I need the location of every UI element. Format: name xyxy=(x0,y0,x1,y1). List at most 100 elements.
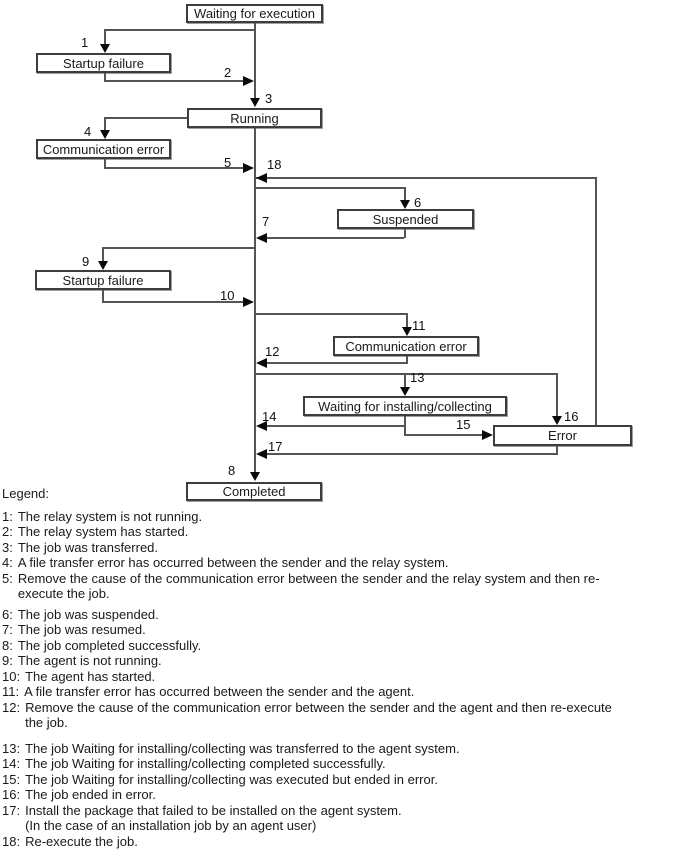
legend-item-text: The relay system has started. xyxy=(17,524,189,539)
transition-label-2: 2 xyxy=(224,65,232,80)
connector-t11-h xyxy=(256,313,408,315)
legend-item-line1: Remove the cause of the communication er… xyxy=(17,570,600,586)
legend-item-6: 6: The job was suspended. xyxy=(2,607,674,623)
legend-item-text: The job Waiting for installing/collectin… xyxy=(25,740,460,756)
transition-label-5: 5 xyxy=(224,155,232,170)
legend-item-number: 4: xyxy=(2,555,13,570)
legend-item-number: 13: xyxy=(2,740,21,756)
legend-item-4: 4: A file transfer error has occurred be… xyxy=(2,555,674,571)
legend-item-text: Remove the cause of the communication er… xyxy=(25,700,674,731)
arrowhead-t12 xyxy=(256,358,267,368)
legend-item-text: A file transfer error has occurred betwe… xyxy=(17,555,449,570)
state-box-communication-error-2: Communication error xyxy=(333,336,479,356)
arrowhead-t1 xyxy=(100,44,110,53)
legend-item-number: 18: xyxy=(2,833,21,849)
arrowhead-t15 xyxy=(482,430,493,440)
state-box-error: Error xyxy=(493,425,632,446)
legend-item-line2: the job. xyxy=(25,715,68,730)
arrowhead-t17 xyxy=(256,449,267,459)
state-box-startup-failure-2: Startup failure xyxy=(35,270,171,290)
legend-item-number: 5: xyxy=(2,570,13,586)
legend-item-line2: execute the job. xyxy=(17,586,110,601)
connector-t7-v xyxy=(404,229,406,238)
legend-item-text: The job ended in error. xyxy=(25,787,156,802)
connector-t10-v xyxy=(102,290,104,303)
connector-t1-h xyxy=(104,29,256,31)
connector-t1-v xyxy=(104,29,106,44)
connector-t18-h xyxy=(256,177,597,179)
legend-item-16: 16: The job ended in error. xyxy=(2,787,674,803)
transition-label-14: 14 xyxy=(262,409,277,424)
connector-t2-v xyxy=(104,73,106,82)
transition-label-10: 10 xyxy=(220,288,235,303)
legend-item-text: Install the package that failed to be in… xyxy=(25,803,674,834)
legend-item-14: 14: The job Waiting for installing/colle… xyxy=(2,756,674,772)
connector-t14-t15-v xyxy=(404,416,406,436)
arrowhead-t14 xyxy=(256,421,267,431)
connector-t17-v xyxy=(556,446,558,455)
legend-item-8: 8: The job completed successfully. xyxy=(2,638,674,654)
legend-item-3: 3: The job was transferred. xyxy=(2,540,674,556)
state-box-suspended: Suspended xyxy=(337,209,474,229)
connector-t6-h xyxy=(256,187,406,189)
connector-t13-v xyxy=(404,373,406,387)
arrowhead-t10 xyxy=(243,297,254,307)
legend-item-12: 12: Remove the cause of the communicatio… xyxy=(2,700,674,731)
state-box-running: Running xyxy=(187,108,322,128)
legend-item-7: 7: The job was resumed. xyxy=(2,622,674,638)
legend-item-text: Re-execute the job. xyxy=(25,833,138,849)
legend: Legend: 1: The relay system is not runni… xyxy=(2,486,674,849)
legend-item-number: 16: xyxy=(2,787,21,802)
arrowhead-t4 xyxy=(100,130,110,139)
legend-item-line1: Remove the cause of the communication er… xyxy=(25,699,612,715)
spine-line-upper xyxy=(254,23,256,98)
connector-t9-v xyxy=(102,247,104,261)
transition-label-11: 11 xyxy=(412,318,426,333)
transition-label-3: 3 xyxy=(265,91,273,106)
transition-label-7: 7 xyxy=(262,214,270,229)
connector-t9-h xyxy=(102,247,254,249)
legend-item-text: A file transfer error has occurred betwe… xyxy=(24,684,415,699)
transition-label-6: 6 xyxy=(414,195,422,210)
transition-label-8: 8 xyxy=(228,463,236,478)
legend-item-number: 6: xyxy=(2,606,13,622)
connector-t12-h xyxy=(267,362,406,364)
legend-item-number: 11: xyxy=(2,684,20,699)
arrowhead-t9 xyxy=(98,261,108,270)
connector-t16-v xyxy=(556,373,558,416)
transition-label-17: 17 xyxy=(268,439,283,454)
legend-item-9: 9: The agent is not running. xyxy=(2,653,674,669)
connector-t10-h xyxy=(102,301,243,303)
legend-item-text: The agent is not running. xyxy=(17,653,162,668)
arrowhead-t13 xyxy=(400,387,410,396)
connector-t5-v xyxy=(104,159,106,168)
connector-t2-h xyxy=(104,80,243,82)
legend-item-17: 17: Install the package that failed to b… xyxy=(2,803,674,834)
legend-item-number: 9: xyxy=(2,653,13,668)
connector-t5-h xyxy=(104,167,243,169)
arrowhead-t8 xyxy=(250,472,260,481)
transition-label-4: 4 xyxy=(84,124,92,139)
legend-item-text: The job completed successfully. xyxy=(17,637,202,653)
legend-item-number: 10: xyxy=(2,668,21,684)
legend-item-text: The job was resumed. xyxy=(17,622,146,637)
arrowhead-t18 xyxy=(256,173,267,183)
legend-item-1: 1: The relay system is not running. xyxy=(2,509,674,525)
legend-item-number: 1: xyxy=(2,508,13,524)
transition-label-16: 16 xyxy=(564,409,579,424)
legend-item-10: 10: The agent has started. xyxy=(2,669,674,685)
legend-item-number: 7: xyxy=(2,622,13,637)
legend-item-text: The job Waiting for installing/collectin… xyxy=(25,771,438,787)
legend-item-line1: Install the package that failed to be in… xyxy=(25,802,402,818)
arrowhead-t5 xyxy=(243,163,254,173)
state-box-startup-failure-1: Startup failure xyxy=(36,53,171,73)
state-box-completed: Completed xyxy=(186,482,322,501)
connector-t4-h xyxy=(104,117,187,119)
legend-item-number: 15: xyxy=(2,771,21,787)
legend-title: Legend: xyxy=(2,486,49,501)
legend-item-text: The job was transferred. xyxy=(17,539,159,555)
legend-item-number: 17: xyxy=(2,802,21,818)
connector-t4-v xyxy=(104,117,106,130)
legend-item-2: 2: The relay system has started. xyxy=(2,524,674,540)
